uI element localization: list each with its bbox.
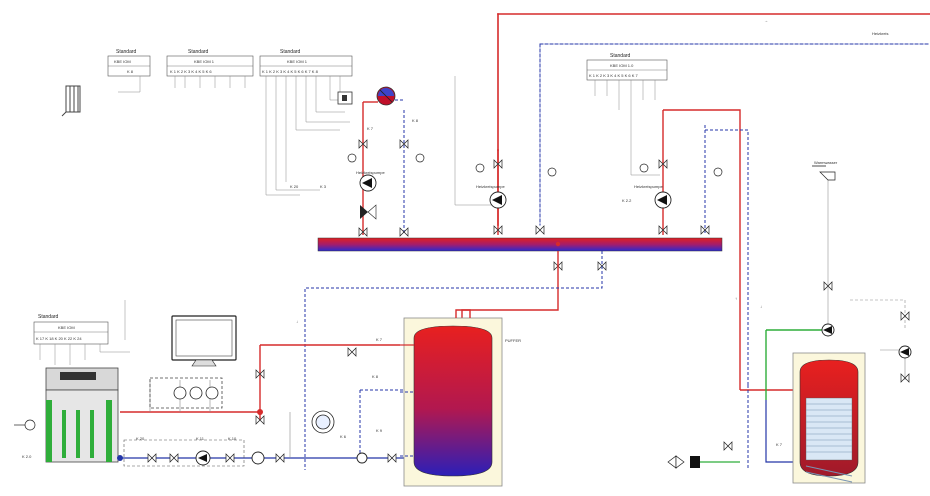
- module-2-terminals: K 1 K 2 K 3 K 4 K 5 K 6: [170, 69, 212, 74]
- k7-top-label: K 7: [367, 126, 374, 131]
- monitor-icon: [171, 315, 237, 367]
- boiler-icon: [45, 367, 119, 463]
- k9-mid-label: K 9: [376, 428, 383, 433]
- storage-tank-icon: [403, 309, 503, 487]
- radiator-icon: [61, 85, 81, 117]
- tap-icon: [812, 165, 836, 181]
- module-5: Standard KBE IOM K 17 K 18 K 20 K 22 K 2…: [33, 314, 109, 345]
- module-1-name: KBE IOM: [114, 59, 131, 64]
- signal-wires: [39, 76, 660, 365]
- k8-mid-label: K 8: [372, 374, 379, 379]
- module-5-name: KBE IOM: [58, 325, 75, 330]
- dhw-label: Warmwasser: [814, 160, 838, 165]
- pump-icon-bottom: [195, 450, 368, 466]
- mixing-valve-bottom: [360, 204, 377, 220]
- module-5-title: Standard: [38, 314, 59, 320]
- manifold: [317, 237, 723, 252]
- module-4-name: KBE IOM 1.0: [610, 63, 634, 68]
- module-1-terminals: K 8: [127, 69, 134, 74]
- expansion-valve-icon: [667, 455, 740, 469]
- pump-group-box: [123, 439, 245, 467]
- k3-label: K 3: [320, 184, 327, 189]
- module-3-terminals: K 1 K 2 K 3 K 4 K 5 K 6 K 7 K 8: [262, 69, 319, 74]
- circuit-1-pipes: [362, 99, 405, 235]
- k20-bottom-label: K 20: [136, 436, 145, 441]
- module-5-terminals: K 17 K 18 K 20 K 22 K 24: [36, 336, 82, 341]
- module-3-title: Standard: [280, 49, 301, 55]
- hot-node: [257, 409, 263, 415]
- thermometer-icon: [347, 153, 723, 177]
- k20-label: K 20: [290, 184, 299, 189]
- module-2: Standard KBE IOM 1 K 1 K 2 K 3 K 4 K 5 K…: [166, 49, 254, 77]
- k10-label: K 10: [228, 436, 237, 441]
- k22-label: K 2.2: [622, 198, 632, 203]
- module-1-title: Standard: [116, 49, 137, 55]
- cold-node: [117, 455, 123, 461]
- k7-mid-label: K 7: [376, 337, 383, 342]
- module-1: Standard KBE IOM K 8: [107, 49, 151, 77]
- module-3-name: KBE IOM 1: [287, 59, 308, 64]
- module-4: Standard KBE IOM 1.0 K 1 K 2 K 3 K 4 K 5…: [586, 53, 668, 81]
- pump3-label: Heizkreispumpe: [634, 184, 663, 189]
- k7-right-label: K 7: [776, 442, 783, 447]
- monitor-icon-small: [337, 91, 353, 105]
- thermostat-icon: [14, 419, 36, 431]
- k11-label: K 11: [196, 436, 205, 441]
- valve-icon: [358, 139, 710, 271]
- mixer-valve-icon: [376, 86, 396, 106]
- module-2-title: Standard: [188, 49, 209, 55]
- arrow-top-right: →: [764, 18, 768, 23]
- module-3: Standard KBE IOM 1 K 1 K 2 K 3 K 4 K 5 K…: [259, 49, 353, 77]
- boiler-tag: K 2.0: [22, 454, 32, 459]
- gauge-icon: [149, 377, 335, 434]
- module-2-name: KBE IOM 1: [194, 59, 215, 64]
- pump-icon: [359, 174, 672, 209]
- circuit-3-pipes: [662, 109, 749, 390]
- arrow-up-right: ↓: [760, 304, 762, 309]
- circuit-label: Heizkreis: [872, 31, 888, 36]
- valve-icon-bottom: [147, 347, 397, 463]
- pump1-label: Heizkreispumpe: [356, 170, 385, 175]
- dhw-tank-icon: [792, 352, 866, 484]
- pump-icon-dhw: [821, 323, 912, 359]
- k6-label: K 6: [340, 434, 347, 439]
- arrow-up-blue: ↑: [735, 296, 737, 301]
- k8-top-label: K 8: [412, 118, 419, 123]
- module-4-title: Standard: [610, 53, 631, 59]
- top-pipes: [497, 13, 930, 226]
- dhw-pipes: [740, 176, 906, 468]
- tank-label: PUFFER: [505, 338, 521, 343]
- valve-icon-dhw: [723, 281, 910, 451]
- pump2-label: Heizkreispumpe: [476, 184, 505, 189]
- arrow-down-label: ↓: [296, 319, 298, 324]
- module-4-terminals: K 1 K 2 K 3 K 4 K 5 K 6 K 7: [589, 73, 638, 78]
- tank-connections-cold: [400, 391, 414, 457]
